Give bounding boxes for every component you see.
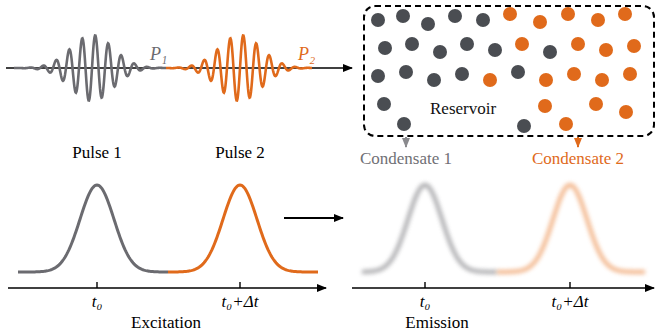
particle (511, 65, 525, 79)
gaussian-pulse (362, 185, 497, 272)
condensate-label: Condensate 1 (357, 148, 455, 170)
axis-tick (569, 282, 570, 288)
process-arrow (284, 217, 343, 219)
particle (421, 17, 435, 31)
particle (483, 73, 497, 87)
node-text: Condensate 1 (360, 149, 452, 168)
particle (619, 105, 633, 119)
particle (448, 9, 462, 23)
particle (571, 37, 585, 51)
reservoir-region: Reservoir (363, 5, 655, 137)
symbol-label: t₀+Δt (552, 292, 589, 312)
symbol-label: t₀ (420, 292, 431, 312)
particle (460, 37, 474, 51)
particle (567, 67, 581, 81)
time-axis (8, 287, 326, 288)
particle (533, 15, 547, 29)
wave-packet (166, 36, 312, 101)
particle (476, 13, 490, 27)
particle (618, 7, 632, 21)
particle (515, 37, 529, 51)
axis-tick (96, 282, 97, 288)
particle (399, 65, 413, 79)
particle (559, 117, 573, 131)
text-label: Excitation (131, 313, 201, 333)
text-label: Emission (405, 313, 468, 333)
flow-arrow (577, 137, 579, 147)
symbol-label: P₁ (150, 44, 167, 65)
particle (371, 69, 385, 83)
condensate-label: Condensate 2 (529, 148, 627, 170)
flow-arrow (405, 137, 407, 147)
particle (397, 117, 411, 131)
particle (539, 73, 553, 87)
gaussian-pulse (18, 185, 168, 272)
node-text: Condensate 2 (532, 149, 624, 168)
symbol-label: P₂ (298, 44, 315, 65)
particle (503, 7, 517, 21)
particle (455, 67, 469, 81)
axis-tick (239, 282, 240, 288)
particle (595, 73, 609, 87)
axis-tick (424, 282, 425, 288)
particle (543, 45, 557, 59)
time-axis (352, 287, 654, 288)
text-label: Pulse 2 (215, 143, 265, 163)
particle (589, 97, 603, 111)
particle (538, 99, 552, 113)
particle (591, 13, 605, 27)
node-text: Reservoir (427, 99, 499, 119)
particle (378, 41, 392, 55)
particle (433, 45, 447, 59)
symbol-label: t₀+Δt (222, 292, 259, 312)
particle (627, 39, 641, 53)
particle (561, 7, 575, 21)
particle (488, 43, 502, 57)
particle (427, 73, 441, 87)
gaussian-pulse (497, 185, 645, 272)
symbol-label: t₀ (92, 292, 103, 312)
particle (599, 43, 613, 57)
wave-packet (14, 36, 166, 101)
particle (623, 67, 637, 81)
gaussian-pulse (168, 185, 318, 272)
particle (405, 37, 419, 51)
particle (377, 97, 391, 111)
particle (371, 13, 385, 27)
text-label: Pulse 1 (72, 143, 122, 163)
particle (517, 119, 531, 133)
particle (396, 9, 410, 23)
